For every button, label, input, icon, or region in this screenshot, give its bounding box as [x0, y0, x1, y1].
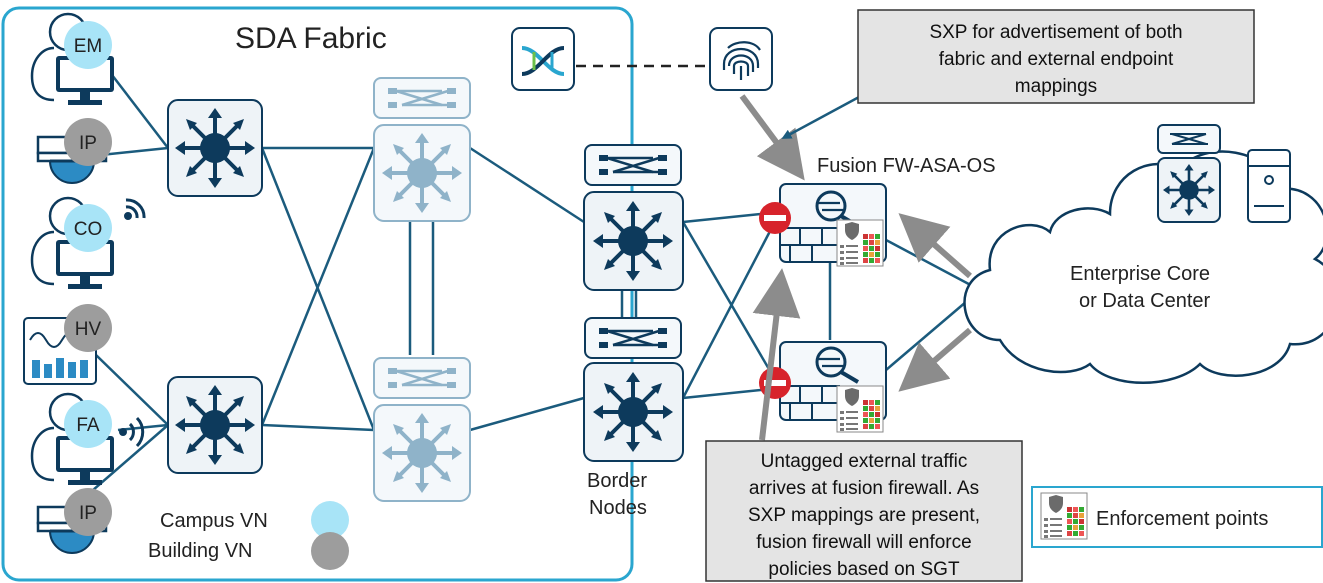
dc-router	[1157, 157, 1221, 223]
svg-text:Untagged external traffic: Untagged external traffic	[761, 451, 968, 472]
endpoint-fa: FA	[30, 392, 145, 487]
edge-node-top	[167, 99, 263, 197]
svg-text:SXP mappings are present,: SXP mappings are present,	[748, 505, 980, 526]
endpoint-hv-monitor: HV	[23, 304, 112, 385]
border-nodes-label-2: Nodes	[589, 497, 647, 519]
fusion-firewall-top	[779, 183, 887, 267]
fusion-firewall-label: Fusion FW-ASA-OS	[817, 155, 996, 177]
intermediate-node-bottom	[373, 404, 471, 502]
svg-text:fabric and external endpoint: fabric and external endpoint	[939, 49, 1174, 70]
flow-arrows	[739, 94, 972, 441]
svg-text:FA: FA	[76, 415, 100, 436]
svg-text:CO: CO	[74, 219, 103, 240]
legend-building-vn-label: Building VN	[148, 540, 253, 562]
svg-text:fusion firewall will enforce: fusion firewall will enforce	[756, 532, 971, 553]
network-links	[69, 74, 981, 511]
legend-campus-vn-label: Campus VN	[160, 510, 268, 532]
edge-node-bottom	[167, 376, 263, 474]
border-node-bottom	[583, 362, 684, 462]
border-node-top	[583, 191, 684, 291]
wifi-icon	[124, 198, 146, 220]
dc-switch	[1157, 124, 1221, 154]
endpoint-co: CO	[30, 196, 146, 291]
dc-server	[1247, 149, 1291, 223]
legend-campus-vn-swatch	[311, 501, 349, 539]
svg-text:arrives at fusion firewall. As: arrives at fusion firewall. As	[749, 478, 979, 499]
enforcement-points-legend: Enforcement points	[1031, 486, 1323, 548]
ise-fingerprint-icon	[709, 27, 773, 91]
intermediate-switch-top	[372, 76, 472, 120]
block-icon-bottom	[759, 367, 791, 399]
endpoint-ip-camera-top: IP	[36, 118, 112, 185]
sda-fabric-title: SDA Fabric	[235, 22, 387, 55]
svg-text:IP: IP	[79, 133, 97, 154]
border-switch-top	[583, 143, 683, 187]
svg-text:SXP for advertisement of both: SXP for advertisement of both	[929, 22, 1182, 43]
intermediate-node-top	[373, 124, 471, 222]
svg-text:IP: IP	[79, 503, 97, 524]
svg-text:mappings: mappings	[1015, 76, 1097, 97]
svg-text:HV: HV	[75, 319, 102, 340]
untagged-callout: Untagged external traffic arrives at fus…	[705, 440, 1023, 582]
dna-center-icon	[511, 27, 575, 91]
svg-text:EM: EM	[74, 36, 103, 57]
border-switch-bottom	[583, 316, 683, 360]
intermediate-switch-bottom	[372, 356, 472, 400]
wireless-icon	[119, 416, 145, 448]
sda-fabric-boundary	[1, 6, 634, 582]
endpoint-ip-camera-bottom: IP	[36, 488, 112, 555]
enforcement-points-label: Enforcement points	[1096, 508, 1268, 530]
block-icon-top	[759, 202, 791, 234]
fusion-firewall-bottom	[779, 341, 887, 433]
legend-building-vn-swatch	[311, 532, 349, 570]
cloud-label-1: Enterprise Core	[1070, 263, 1210, 285]
border-nodes-label-1: Border	[587, 470, 647, 492]
cloud-label-2: or Data Center	[1079, 290, 1211, 312]
endpoint-em: EM	[30, 12, 116, 107]
sxp-callout: SXP for advertisement of both fabric and…	[857, 9, 1255, 104]
svg-text:policies based on SGT: policies based on SGT	[768, 559, 960, 580]
